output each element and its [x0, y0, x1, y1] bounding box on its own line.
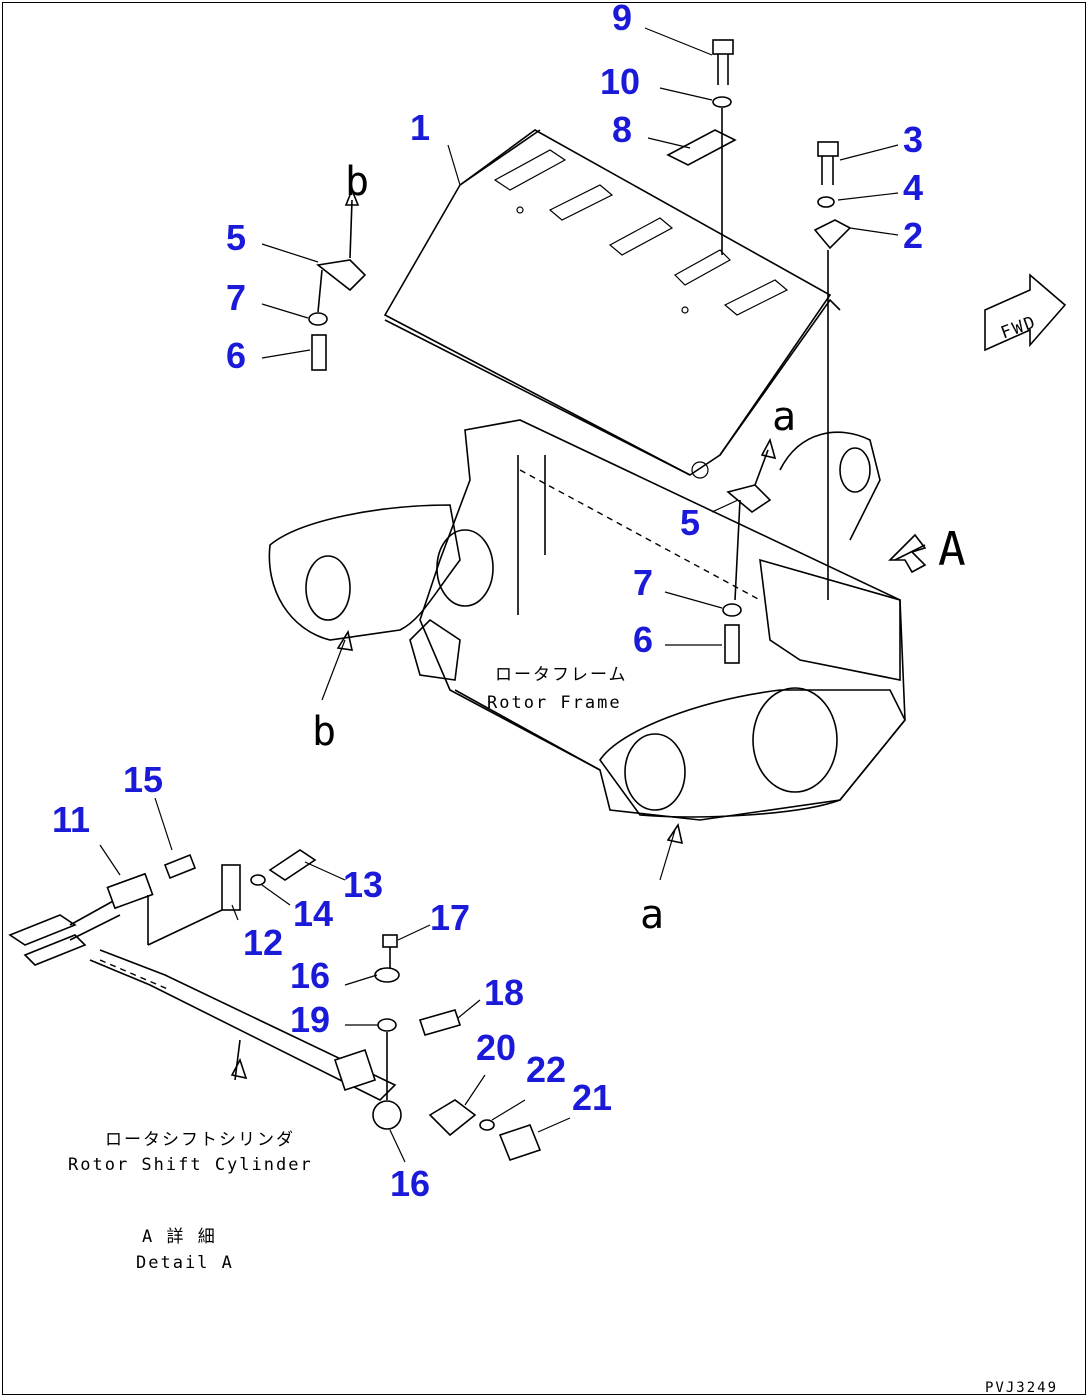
- ref-a-bottom: a: [640, 892, 664, 938]
- rotor-frame-label-jp: ロータフレーム: [495, 665, 628, 685]
- detail-a-label-jp: A 詳 細: [142, 1227, 217, 1247]
- callout-2: 2: [903, 215, 923, 256]
- callout-7-left: 7: [226, 277, 246, 318]
- callout-12: 12: [243, 922, 283, 963]
- ref-b-top: b: [345, 159, 369, 205]
- callout-17: 17: [430, 897, 470, 938]
- ref-view-a: A: [938, 522, 966, 576]
- rotor-shift-label-en: Rotor Shift Cylinder: [68, 1155, 313, 1175]
- callout-14: 14: [293, 893, 333, 934]
- callout-22: 22: [526, 1049, 566, 1090]
- callout-6-right: 6: [633, 619, 653, 660]
- callout-16-bottom: 16: [390, 1163, 430, 1204]
- callout-6-left: 6: [226, 335, 246, 376]
- view-arrow-a: [888, 533, 927, 574]
- callout-5-left: 5: [226, 217, 246, 258]
- fwd-arrow-icon: FWD: [984, 273, 1067, 352]
- callout-19: 19: [290, 999, 330, 1040]
- detail-a-label-en: Detail A: [136, 1253, 234, 1273]
- callout-9: 9: [612, 0, 632, 38]
- rotor-frame: [268, 419, 906, 821]
- detail-a-cylinder: [8, 797, 571, 1163]
- callout-10: 10: [600, 61, 640, 102]
- callout-4: 4: [903, 167, 923, 208]
- text-labels: ロータフレーム Rotor Frame ロータシフトシリンダ Rotor Shi…: [68, 665, 1058, 1396]
- drawing-code: PVJ3249: [985, 1380, 1058, 1396]
- callout-1: 1: [410, 107, 430, 148]
- callout-numbers: 1 2 3 4 5 5 6 6 7 7 8 9 10 11 12 13 14 1…: [52, 0, 923, 1204]
- callout-8: 8: [612, 109, 632, 150]
- callout-3: 3: [903, 119, 923, 160]
- cover-plate: [383, 129, 841, 479]
- callout-18: 18: [484, 972, 524, 1013]
- callout-21: 21: [572, 1077, 612, 1118]
- callout-15: 15: [123, 759, 163, 800]
- ref-b-bottom: b: [312, 709, 336, 755]
- callout-11: 11: [52, 799, 90, 840]
- callout-7-right: 7: [633, 562, 653, 603]
- callout-16-top: 16: [290, 955, 330, 996]
- ref-a-top: a: [772, 394, 796, 440]
- rotor-frame-label-en: Rotor Frame: [487, 693, 622, 713]
- hardware-top: [308, 39, 852, 664]
- leader-lines: [261, 27, 899, 881]
- callout-20: 20: [476, 1027, 516, 1068]
- callout-5-right: 5: [680, 502, 700, 543]
- callout-13: 13: [343, 864, 383, 905]
- rotor-shift-label-jp: ロータシフトシリンダ: [105, 1130, 295, 1150]
- reference-letters: b b a a A: [312, 159, 966, 938]
